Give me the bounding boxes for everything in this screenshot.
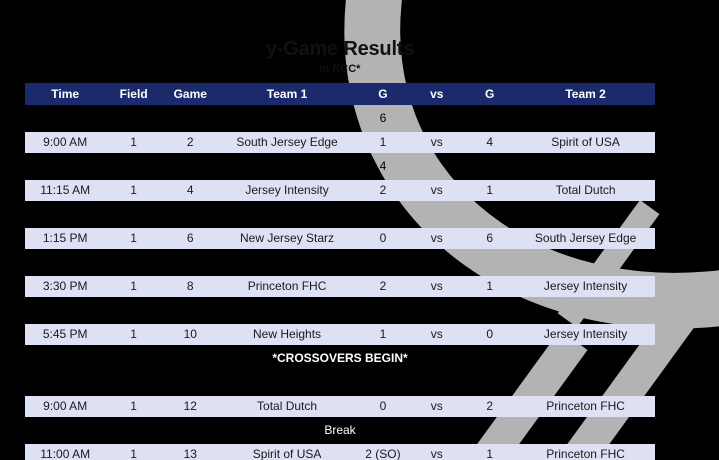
- table-row: 3:30 PM 1 8 Princeton FHC 2 vs 1 Jersey Intensi…: [25, 276, 655, 297]
- cell-goals1: 2: [379, 303, 387, 317]
- table-row: 5:45 PM 1 10 New Heights 1 vs 0 Jersey Intensit…: [25, 324, 655, 345]
- page-title: y-Game Results: [265, 38, 415, 60]
- cell-vs: vs: [430, 447, 443, 460]
- cell-goals1: 0: [379, 231, 387, 245]
- cell-game: 13: [183, 447, 197, 460]
- cell-vs: vs: [430, 231, 443, 245]
- cell-time: 11:15 AM: [40, 183, 91, 197]
- column-header-goals2: G: [485, 87, 495, 101]
- cell-game: 12: [183, 399, 197, 413]
- cell-time: 9:00 AM: [43, 135, 88, 149]
- cell-team2: Total Dutch: [555, 183, 616, 197]
- table-row: 1:15 PM 1 6 New Jersey Starz 0 vs 6 South Jerse…: [25, 228, 655, 249]
- cell-team1: New Jersey Starz: [240, 231, 335, 245]
- cell-team2: Spirit of USA: [551, 135, 620, 149]
- cell-vs: vs: [430, 399, 443, 413]
- cell-team2: Jersey Intensity: [543, 327, 628, 341]
- table-header-row: Time Field Game Team 1 G vs G Team 2: [25, 83, 655, 105]
- table-row: 11:00 AM 1 13 Spirit of USA 2 (SO) vs 1 Princet…: [25, 444, 655, 460]
- cell-vs: vs: [430, 327, 443, 341]
- cell-vs: vs: [430, 279, 443, 293]
- cell-goals1: 2: [379, 183, 387, 197]
- cell-field: 1: [130, 183, 137, 197]
- cell-goals2: 2: [486, 399, 494, 413]
- cell-goals2: 1: [486, 279, 494, 293]
- cell-goals2: 4: [486, 135, 494, 149]
- table-break-text: Break: [324, 423, 356, 437]
- cell-goals1: 0: [379, 399, 387, 413]
- cell-vs: vs: [430, 111, 443, 125]
- cell-goals1: 5: [379, 207, 387, 221]
- cell-goals2: 1: [486, 183, 494, 197]
- cell-time: 11:00 AM: [40, 447, 91, 460]
- cell-goals1: 6: [379, 111, 387, 125]
- table-note-text: *CROSSOVERS BEGIN*: [272, 351, 408, 365]
- column-header-team2: Team 2: [565, 87, 606, 101]
- table-row: 2: [25, 252, 655, 273]
- cell-goals2: 1: [486, 447, 494, 460]
- cell-goals1: 2: [379, 255, 387, 269]
- cell-game: 6: [186, 231, 194, 245]
- table-row: 9:00 AM 1 12 Total Dutch 0 vs 2 Princeton FHC: [25, 396, 655, 417]
- cell-field: 1: [130, 135, 137, 149]
- column-header-goals1: G: [378, 87, 388, 101]
- cell-goals1: 4: [379, 159, 387, 173]
- cell-field: 1: [130, 327, 137, 341]
- cell-goals1: 1: [379, 327, 387, 341]
- cell-team1: Spirit of USA: [252, 447, 322, 460]
- column-header-time: Time: [51, 87, 80, 101]
- title-block: y-Game Results m RCC*: [25, 38, 655, 76]
- cell-field: 1: [130, 447, 137, 460]
- cell-team2: South Jersey Edge: [534, 231, 637, 245]
- cell-field: 1: [130, 399, 137, 413]
- table-row: [25, 372, 655, 393]
- table-break-row: Break: [25, 420, 655, 441]
- cell-game: 10: [183, 327, 197, 341]
- column-header-game: Game: [173, 87, 207, 101]
- cell-vs: vs: [430, 183, 443, 197]
- cell-game: 2: [186, 135, 194, 149]
- table-row: 5: [25, 204, 655, 225]
- cell-goals2: 0: [486, 327, 494, 341]
- results-table: Time Field Game Team 1 G vs G Team 2 6 vs…: [25, 83, 655, 460]
- cell-team2: Princeton FHC: [546, 447, 625, 460]
- table-note-row: *CROSSOVERS BEGIN*: [25, 348, 655, 369]
- column-header-field: Field: [119, 87, 148, 101]
- column-header-vs: vs: [430, 87, 444, 101]
- table-row: 2: [25, 300, 655, 321]
- cell-goals1: 2: [379, 279, 387, 293]
- cell-game: 4: [186, 183, 194, 197]
- cell-field: 1: [130, 231, 137, 245]
- cell-team1: Total Dutch: [257, 399, 318, 413]
- cell-goals2: 6: [486, 231, 494, 245]
- table-row: 9:00 AM 1 2 South Jersey Edge 1 vs 4 Spirit of …: [25, 132, 655, 153]
- cell-time: 9:00 AM: [43, 399, 88, 413]
- column-header-team1: Team 1: [266, 87, 308, 101]
- cell-team1: Jersey Intensity: [245, 183, 329, 197]
- cell-time: 5:45 PM: [42, 327, 88, 341]
- cell-team1: Princeton FHC: [247, 279, 327, 293]
- cell-goals1: 2 (SO): [365, 447, 401, 460]
- cell-team1: South Jersey Edge: [236, 135, 338, 149]
- table-row: 6 vs: [25, 108, 655, 129]
- cell-game: 8: [186, 279, 194, 293]
- cell-team1: New Heights: [253, 327, 322, 341]
- cell-goals1: 1: [379, 135, 387, 149]
- cell-team2: Jersey Intensity: [543, 279, 628, 293]
- cell-time: 3:30 PM: [42, 279, 88, 293]
- cell-field: 1: [130, 279, 137, 293]
- cell-vs: vs: [430, 135, 443, 149]
- table-row: 11:15 AM 1 4 Jersey Intensity 2 vs 1 Total Dutc…: [25, 180, 655, 201]
- page-subtitle: m RCC*: [319, 63, 361, 75]
- cell-team2: Princeton FHC: [546, 399, 625, 413]
- table-row: 4: [25, 156, 655, 177]
- cell-time: 1:15 PM: [42, 231, 88, 245]
